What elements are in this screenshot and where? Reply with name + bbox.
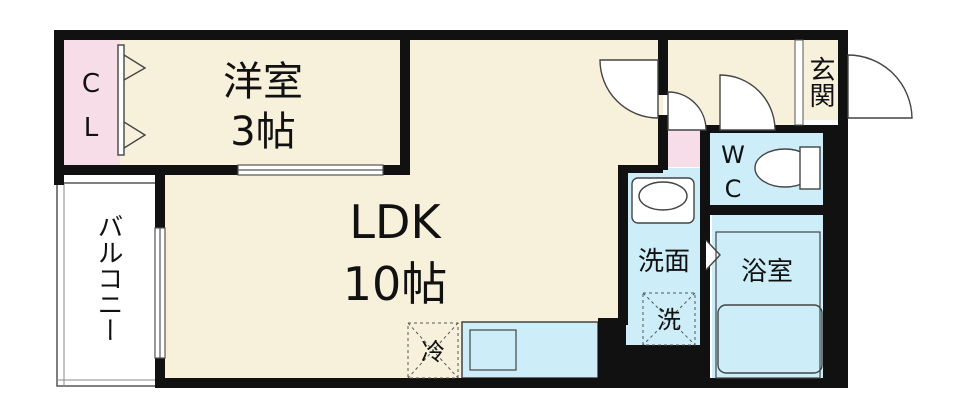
- western-room-size: 3帖: [230, 109, 295, 155]
- ldk-size: 10帖: [343, 257, 448, 311]
- washroom-label: 洗面: [638, 247, 690, 277]
- washbasin-fixture: [631, 177, 695, 224]
- balcony-label: バルコニー: [93, 213, 123, 343]
- ldk-name: LDK: [349, 195, 442, 249]
- bathtub: [717, 304, 823, 374]
- closet-floor: [62, 40, 120, 165]
- sink-basin: [469, 329, 517, 371]
- entrance-step: [794, 39, 804, 126]
- wc-label-c: C: [725, 175, 742, 203]
- bathroom-label: 浴室: [741, 257, 793, 287]
- kitchen-counter: [461, 321, 599, 379]
- wc-label-w: W: [721, 141, 745, 169]
- closet-label-c: C: [82, 69, 100, 99]
- western-room-name: 洋室: [223, 59, 303, 105]
- fridge-label: 冷: [421, 338, 445, 366]
- closet-doors: [117, 44, 147, 156]
- walls: [54, 30, 848, 388]
- closet-label-l: L: [84, 113, 99, 143]
- washer-space: [642, 292, 696, 346]
- washer-label: 洗: [657, 306, 681, 334]
- entrance-label: 玄関: [805, 56, 835, 108]
- balcony-area: [56, 182, 161, 387]
- doors: [599, 54, 913, 271]
- windows: [154, 164, 384, 359]
- toilet-fixture: [754, 146, 821, 190]
- bathroom-floor: [712, 215, 830, 378]
- fridge-space: [407, 322, 459, 379]
- bath-wall-edge: [715, 231, 821, 379]
- hall-pink: [668, 130, 706, 167]
- entrance-floor: [800, 40, 845, 120]
